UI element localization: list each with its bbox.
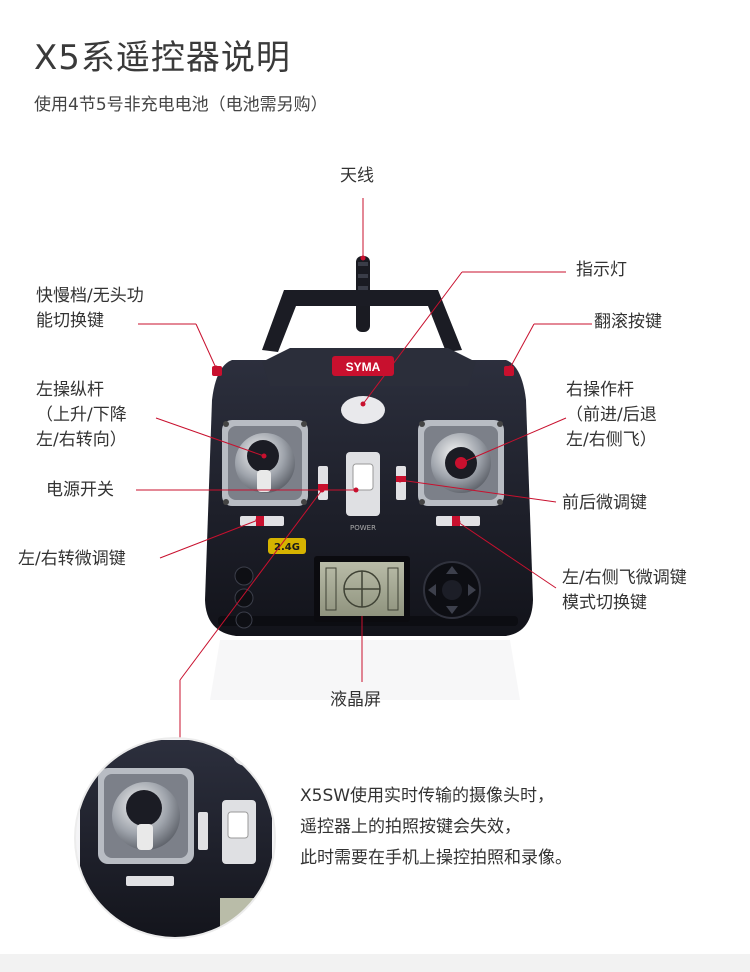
label-right-stick: 右操作杆 （前进/后退 左/右侧飞） (566, 380, 657, 450)
left-button-2 (234, 588, 254, 608)
page-title: X5系遥控器说明 (34, 38, 291, 78)
label-antenna: 天线 (340, 166, 374, 186)
label-roll-button: 翻滚按键 (594, 312, 662, 332)
indicator-light (341, 396, 385, 424)
svg-text:POWER: POWER (350, 524, 376, 532)
zoom-detail-circle (75, 738, 275, 938)
band-badge: 2.4G (274, 542, 300, 553)
fb-trim-switch (396, 466, 406, 500)
battery-note: 使用4节5号非充电电池（电池需另购） (34, 95, 328, 115)
left-stick (257, 470, 271, 492)
left-button-1 (234, 566, 254, 586)
label-power-switch: 电源开关 (46, 480, 114, 500)
brand-logo: SYMA (346, 360, 381, 374)
leader-lines (136, 198, 592, 742)
label-lcd: 液晶屏 (330, 690, 381, 710)
left-vertical-trim (318, 466, 328, 500)
label-fb-trim: 前后微调键 (562, 493, 647, 513)
label-speed-switch: 快慢档/无头功 能切换键 (36, 286, 144, 331)
carry-handle (262, 290, 462, 352)
label-side-trim: 左/右侧飞微调键 模式切换键 (562, 568, 687, 613)
left-button-3 (235, 611, 253, 629)
label-indicator: 指示灯 (576, 260, 627, 280)
footer-strip (0, 954, 750, 972)
camera-note: X5SW使用实时传输的摄像头时， 遥控器上的拍照按键会失效， 此时需要在手机上操… (300, 786, 572, 868)
label-left-stick: 左操纵杆 （上升/下降 左/右转向） (36, 380, 127, 450)
power-switch (352, 463, 374, 491)
label-lr-turn-trim: 左/右转微调键 (18, 549, 126, 569)
